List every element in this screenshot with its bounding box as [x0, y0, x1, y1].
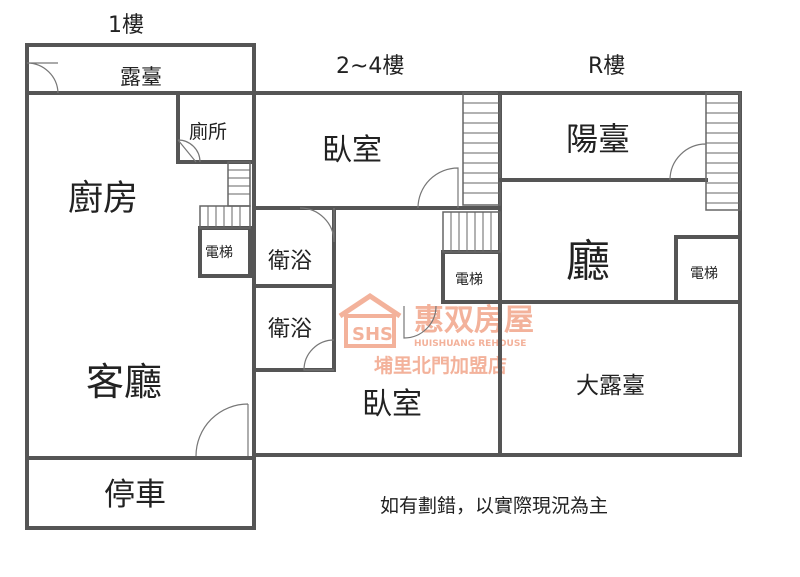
door-bedroom-bottom: [403, 305, 437, 339]
room-bath-2: 衛浴: [268, 317, 312, 342]
door-balcony: [669, 143, 707, 181]
room-toilet: 廁所: [189, 120, 227, 143]
floor-1-heading: 1樓: [108, 13, 144, 38]
room-elevator-1f: 電梯: [205, 245, 233, 261]
disclaimer-note: 如有劃錯，以實際現況為主: [380, 495, 608, 517]
room-elevator-roof: 電梯: [690, 266, 718, 282]
door-terrace: [26, 62, 59, 94]
room-bath-1: 衛浴: [268, 249, 312, 274]
door-bedroom-top: [417, 167, 459, 209]
room-big-terrace: 大露臺: [576, 373, 645, 399]
room-hall: 廳: [566, 236, 610, 287]
door-bath-2: [303, 339, 335, 371]
stairs-roof: [705, 92, 741, 211]
room-parking: 停車: [104, 477, 166, 513]
floor-2-4-plan: [252, 91, 502, 457]
stairs-mid: [442, 92, 501, 253]
room-living: 客廳: [86, 360, 162, 404]
watermark-branch: 埔里北門加盟店: [374, 354, 507, 377]
brand-logo-icon: SHS: [338, 292, 402, 348]
door-bath-1: [299, 207, 335, 243]
door-living: [195, 403, 249, 457]
floor-roof-plan: [498, 91, 742, 457]
floor-roof-heading: R樓: [588, 54, 625, 79]
watermark-brand-en: HUISHUANG REHOUSE: [414, 339, 526, 349]
room-bedroom-bottom: 臥室: [362, 387, 422, 422]
svg-text:SHS: SHS: [352, 324, 393, 345]
room-kitchen: 廚房: [68, 179, 138, 219]
room-elevator-mid: 電梯: [455, 272, 483, 288]
floor-1-plan: [25, 43, 256, 530]
room-bedroom-top: 臥室: [322, 133, 382, 168]
room-balcony: 陽臺: [566, 120, 630, 158]
watermark-brand: 惠双房屋: [414, 303, 534, 338]
stairs-1f: [199, 161, 251, 229]
room-terrace: 露臺: [120, 65, 162, 89]
door-toilet: [177, 139, 201, 163]
watermark: SHS 惠双房屋 HUISHUANG REHOUSE 埔里北門加盟店: [338, 292, 534, 377]
floor-2-4-heading: 2~4樓: [336, 54, 404, 79]
